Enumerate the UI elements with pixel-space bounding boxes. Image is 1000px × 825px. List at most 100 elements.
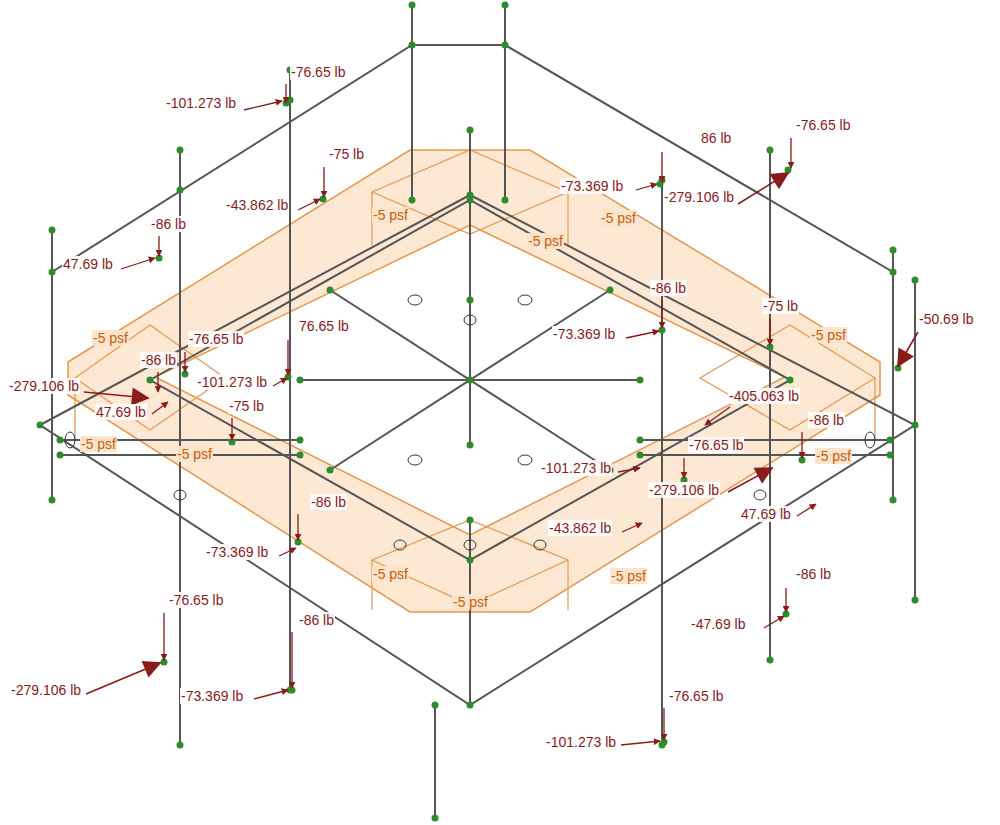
load-arrow bbox=[297, 514, 298, 540]
joint-dot bbox=[912, 277, 919, 284]
load-arrow bbox=[285, 84, 286, 103]
load-label: 47.69 lb bbox=[95, 404, 147, 420]
joint-dot bbox=[467, 377, 474, 384]
joint-dot bbox=[502, 42, 509, 49]
joint-dot bbox=[890, 269, 897, 276]
load-label: -43.862 lb bbox=[548, 520, 612, 536]
load-label: -101.273 lb bbox=[545, 734, 617, 750]
load-arrow bbox=[683, 458, 684, 478]
load-label: -101.273 lb bbox=[196, 374, 268, 390]
joint-dot bbox=[467, 197, 474, 204]
load-arrow bbox=[728, 468, 772, 492]
load-label: 86 lb bbox=[700, 130, 732, 146]
load-arrow bbox=[84, 392, 148, 398]
load-label: -101.273 lb bbox=[540, 460, 612, 476]
load-arrow bbox=[184, 352, 185, 372]
load-label: -76.65 lb bbox=[188, 331, 244, 347]
pressure-label: -5 psf bbox=[452, 594, 489, 610]
load-label: 47.69 lb bbox=[740, 506, 792, 522]
joint-dot bbox=[912, 597, 919, 604]
load-label: -86 lb bbox=[310, 494, 347, 510]
load-arrow bbox=[287, 340, 288, 375]
load-arrow bbox=[626, 331, 659, 338]
load-label: -279.106 lb bbox=[10, 682, 82, 698]
load-label: -76.65 lb bbox=[688, 437, 744, 453]
joint-dot bbox=[637, 437, 644, 444]
pressure-label: -5 psf bbox=[527, 233, 564, 249]
load-arrow bbox=[298, 199, 320, 210]
load-label: -76.65 lb bbox=[795, 117, 851, 133]
load-label: 47.69 lb bbox=[62, 256, 114, 272]
frame-members bbox=[40, 5, 915, 818]
pressure-label: -5 psf bbox=[372, 566, 409, 582]
joint-dot bbox=[177, 147, 184, 154]
load-arrow bbox=[152, 402, 168, 414]
load-arrow bbox=[244, 101, 282, 110]
load-label: -76.65 lb bbox=[668, 688, 724, 704]
load-label: -86 lb bbox=[795, 566, 832, 582]
joint-dot bbox=[637, 452, 644, 459]
joint-dot bbox=[147, 377, 154, 384]
load-label: -73.369 lb bbox=[180, 688, 244, 704]
load-label: -86 lb bbox=[650, 280, 687, 296]
load-label: -47.69 lb bbox=[690, 616, 746, 632]
joint-dot bbox=[57, 452, 64, 459]
load-arrow bbox=[323, 167, 324, 197]
load-label: -86 lb bbox=[808, 412, 845, 428]
joint-dot bbox=[637, 377, 644, 384]
load-label: -50.69 lb bbox=[918, 311, 974, 327]
load-arrow bbox=[898, 332, 918, 366]
joint-dot bbox=[327, 467, 334, 474]
load-arrow bbox=[801, 432, 802, 458]
joint-dot bbox=[320, 196, 327, 203]
hinge-symbols bbox=[65, 295, 875, 550]
joint-dot bbox=[49, 227, 56, 234]
load-arrow bbox=[636, 184, 657, 190]
pressure-label: -5 psf bbox=[600, 210, 637, 226]
joint-dot bbox=[502, 197, 509, 204]
band-boxes bbox=[75, 150, 875, 610]
load-arrow bbox=[254, 690, 288, 699]
joint-dot bbox=[297, 452, 304, 459]
joint-dot bbox=[177, 187, 184, 194]
load-arrow bbox=[663, 708, 664, 740]
joint-dot bbox=[409, 42, 416, 49]
load-arrow bbox=[790, 138, 791, 168]
joint-dot bbox=[57, 437, 64, 444]
load-label: -75 lb bbox=[762, 298, 799, 314]
joint-dot bbox=[467, 297, 474, 304]
load-arrow bbox=[121, 258, 155, 269]
load-label: -43.862 lb bbox=[225, 197, 289, 213]
pressure-band bbox=[68, 150, 880, 612]
load-label: -86 lb bbox=[298, 612, 335, 628]
load-arrow bbox=[785, 588, 786, 612]
pressure-label: -5 psf bbox=[92, 330, 129, 346]
pressure-label: -5 psf bbox=[610, 568, 647, 584]
load-arrow bbox=[705, 407, 730, 425]
load-arrow bbox=[158, 236, 159, 256]
load-label: -75 lb bbox=[228, 398, 265, 414]
joint-dot bbox=[49, 497, 56, 504]
joint-dot bbox=[787, 377, 794, 384]
joint-dot bbox=[887, 437, 894, 444]
joint-dot bbox=[467, 517, 474, 524]
joint-dot bbox=[890, 497, 897, 504]
pressure-label: -5 psf bbox=[80, 436, 117, 452]
joint-dot bbox=[467, 442, 474, 449]
load-label: -86 lb bbox=[140, 352, 177, 368]
joint-dot bbox=[37, 422, 44, 429]
load-label: -279.106 lb bbox=[663, 189, 735, 205]
joint-dot bbox=[912, 422, 919, 429]
load-label: -405.063 lb bbox=[728, 388, 800, 404]
joint-dot bbox=[177, 742, 184, 749]
joint-dot bbox=[890, 247, 897, 254]
load-arrow bbox=[738, 173, 788, 204]
joint-dot bbox=[467, 702, 474, 709]
load-label: -75 lb bbox=[328, 146, 365, 162]
load-arrow bbox=[797, 504, 816, 516]
load-label: -73.369 lb bbox=[552, 326, 616, 342]
joint-dot bbox=[467, 127, 474, 134]
pressure-label: -5 psf bbox=[815, 448, 852, 464]
load-label: -76.65 lb bbox=[168, 592, 224, 608]
